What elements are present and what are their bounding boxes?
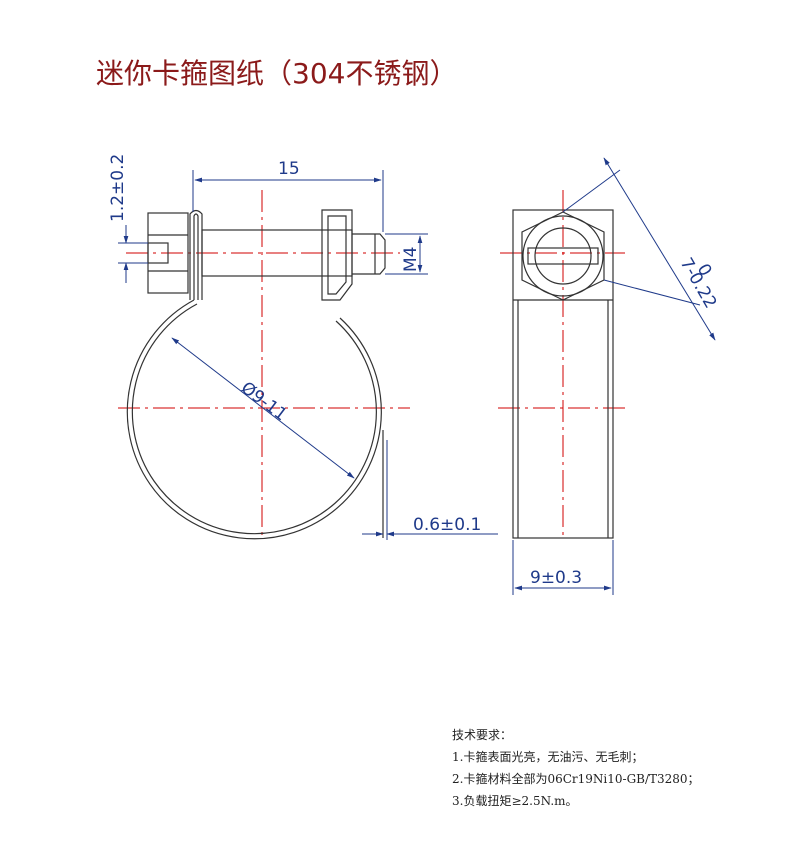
dim-7-ext-a [562, 169, 621, 213]
notes-item: 1.卡箍表面光亮，无油污、无毛刺； [452, 750, 644, 764]
left-ear-inner [193, 213, 199, 300]
front-dimensions [118, 170, 498, 540]
front-view [126, 209, 386, 540]
left-ear [189, 209, 203, 300]
right-ear [321, 209, 353, 301]
nut-circle [522, 215, 604, 297]
page-title: 迷你卡箍图纸（304不锈钢） [96, 57, 458, 90]
bolt-shank [201, 229, 353, 277]
dim-9-label: 9±0.3 [530, 568, 582, 588]
dim-15-label: 15 [278, 159, 300, 179]
bolt-thread-end [352, 233, 386, 275]
notes-heading: 技术要求： [452, 728, 513, 742]
right-ear-inner [327, 215, 347, 295]
technical-requirements: 技术要求： 1.卡箍表面光亮，无油污、无毛刺； 2.卡箍材料全部为06Cr19N… [452, 724, 700, 812]
nut-slot [527, 247, 599, 265]
dim-m4-label: M4 [401, 247, 421, 272]
dim-diameter-label: Ø9-11 [237, 378, 291, 425]
dim-diameter-line [171, 337, 355, 479]
bolt-circle [534, 227, 592, 285]
band-outer [126, 299, 382, 540]
dim-7-line [603, 157, 716, 341]
band-inner [131, 303, 377, 535]
side-dimensions [512, 157, 716, 595]
notes-item: 2.卡箍材料全部为06Cr19Ni10-GB/T3280； [452, 772, 700, 786]
dim-7-bottom-label: 7-0.22 [676, 255, 721, 312]
bolt-slot [147, 242, 169, 264]
dim-06-label: 0.6±0.1 [413, 515, 481, 535]
notes-item: 3.负载扭矩≥2.5N.m。 [452, 794, 578, 808]
dim-1-2-label: 1.2±0.2 [108, 154, 128, 222]
side-band-outer [512, 209, 614, 539]
